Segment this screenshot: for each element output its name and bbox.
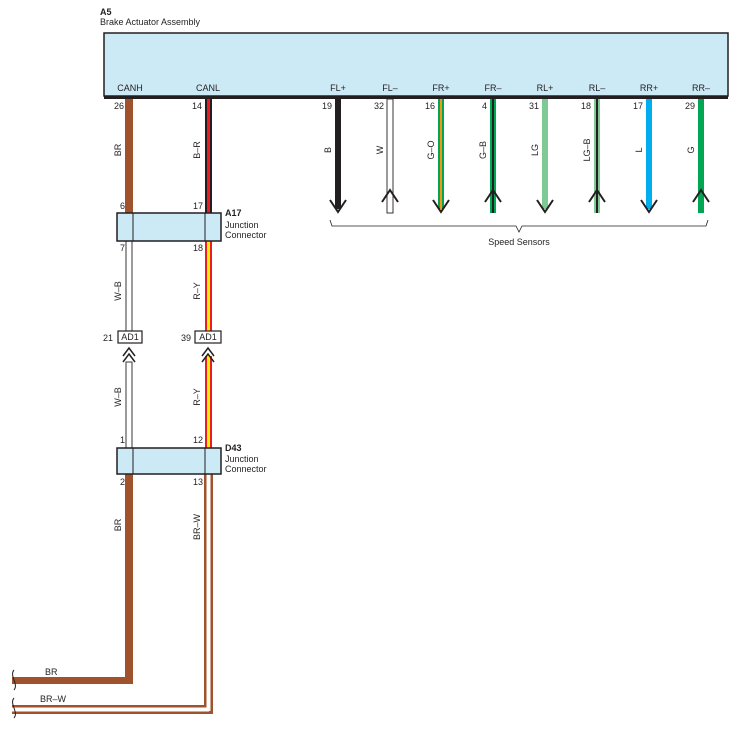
speed-sensors-label: Speed Sensors <box>488 237 550 247</box>
d43-pin-1: 1 <box>120 435 125 445</box>
wire-code-g: G <box>686 146 696 153</box>
canh-bottom-code: BR <box>113 518 123 531</box>
d43-name-line1: Junction <box>225 454 259 464</box>
wire-fr-minus: G–B <box>478 99 502 213</box>
pin-number-19: 19 <box>322 101 332 111</box>
d43-pin-13: 13 <box>193 477 203 487</box>
wire-code-b: B <box>323 147 333 153</box>
wire-code-l: L <box>634 147 644 152</box>
pin-label-rr-minus: RR– <box>692 83 710 93</box>
exit-lower-code: BR–W <box>40 694 67 704</box>
pin-label-rl-plus: RL+ <box>537 83 554 93</box>
wire-code-lg-b: LG–B <box>582 138 592 161</box>
actuator-box <box>103 32 729 97</box>
pin-label-rl-minus: RL– <box>589 83 606 93</box>
connector-ad1: AD1 21 AD1 39 <box>103 330 222 363</box>
actuator-id: A5 <box>100 7 112 17</box>
pin-number-18: 18 <box>581 101 591 111</box>
wire-code-lg: LG <box>530 144 540 156</box>
wire-fr-plus: G–O <box>426 99 450 214</box>
a17-pin-18: 18 <box>193 243 203 253</box>
canh-top-code: BR <box>113 143 123 156</box>
pin-number-31: 31 <box>529 101 539 111</box>
ad1-pin-21: 21 <box>103 333 113 343</box>
pin-label-fr-plus: FR+ <box>432 83 449 93</box>
pin-label-canh: CANH <box>117 83 143 93</box>
brake-actuator-assembly: A5 Brake Actuator Assembly <box>100 7 729 99</box>
actuator-pins: CANH CANL FL+ FL– FR+ FR– RL+ RL– RR+ RR… <box>114 83 710 111</box>
pin-label-canl: CANL <box>196 83 220 93</box>
a17-name-line2: Connector <box>225 230 267 240</box>
pin-number-16: 16 <box>425 101 435 111</box>
pin-label-fl-minus: FL– <box>382 83 398 93</box>
wire-fl-plus: B <box>323 99 347 214</box>
wire-rl-plus: LG <box>530 99 554 214</box>
pin-number-26: 26 <box>114 101 124 111</box>
pin-number-29: 29 <box>685 101 695 111</box>
canl-line: B–R R–Y R–Y BR–W BR–W <box>12 99 213 714</box>
pin-label-rr-plus: RR+ <box>640 83 658 93</box>
canl-bottom-code: BR–W <box>192 514 202 541</box>
wire-fl-minus: W <box>375 98 399 214</box>
d43-pin-12: 12 <box>193 435 203 445</box>
ad1-left-box <box>117 330 143 344</box>
wire-code-w: W <box>375 145 385 154</box>
pin-label-fr-minus: FR– <box>484 83 501 93</box>
wire-code-g-o: G–O <box>426 140 436 159</box>
a17-pin-7: 7 <box>120 243 125 253</box>
junction-connector-a17: A17 Junction Connector 6 17 7 18 <box>116 201 267 253</box>
speed-sensor-wires: B W G–O G–B LG <box>323 98 710 247</box>
canl-mid2-code: R–Y <box>192 388 202 406</box>
ad1-right-label: AD1 <box>199 332 217 342</box>
ad1-pin-39: 39 <box>181 333 191 343</box>
wire-rl-minus: LG–B <box>582 99 606 213</box>
a17-pin-6: 6 <box>120 201 125 211</box>
speed-sensors-bracket <box>329 219 709 233</box>
wire-rr-minus: G <box>686 99 710 213</box>
pin-number-17: 17 <box>633 101 643 111</box>
a17-pin-17: 17 <box>193 201 203 211</box>
pin-number-14: 14 <box>192 101 202 111</box>
canh-mid2-code: W–B <box>113 387 123 407</box>
exit-upper-code: BR <box>45 667 58 677</box>
pin-number-32: 32 <box>374 101 384 111</box>
canh-mid-code: W–B <box>113 281 123 301</box>
a17-id: A17 <box>225 208 242 218</box>
canl-mid-code: R–Y <box>192 282 202 300</box>
actuator-name: Brake Actuator Assembly <box>100 17 201 27</box>
wire-rr-plus: L <box>634 99 658 214</box>
junction-connector-d43: D43 Junction Connector 1 12 2 13 <box>116 435 267 487</box>
d43-name-line2: Connector <box>225 464 267 474</box>
ad1-right-box <box>194 330 222 344</box>
ad1-left-label: AD1 <box>121 332 139 342</box>
actuator-bottom-edge <box>104 96 728 99</box>
a17-name-line1: Junction <box>225 220 259 230</box>
d43-id: D43 <box>225 443 242 453</box>
pin-number-4: 4 <box>482 101 487 111</box>
wire-break-marks <box>12 669 16 719</box>
canl-top-code: B–R <box>192 141 202 159</box>
wire-code-g-b: G–B <box>478 141 488 159</box>
canh-line: BR W–B W–B BR BR <box>12 99 133 684</box>
d43-pin-2: 2 <box>120 477 125 487</box>
pin-label-fl-plus: FL+ <box>330 83 346 93</box>
